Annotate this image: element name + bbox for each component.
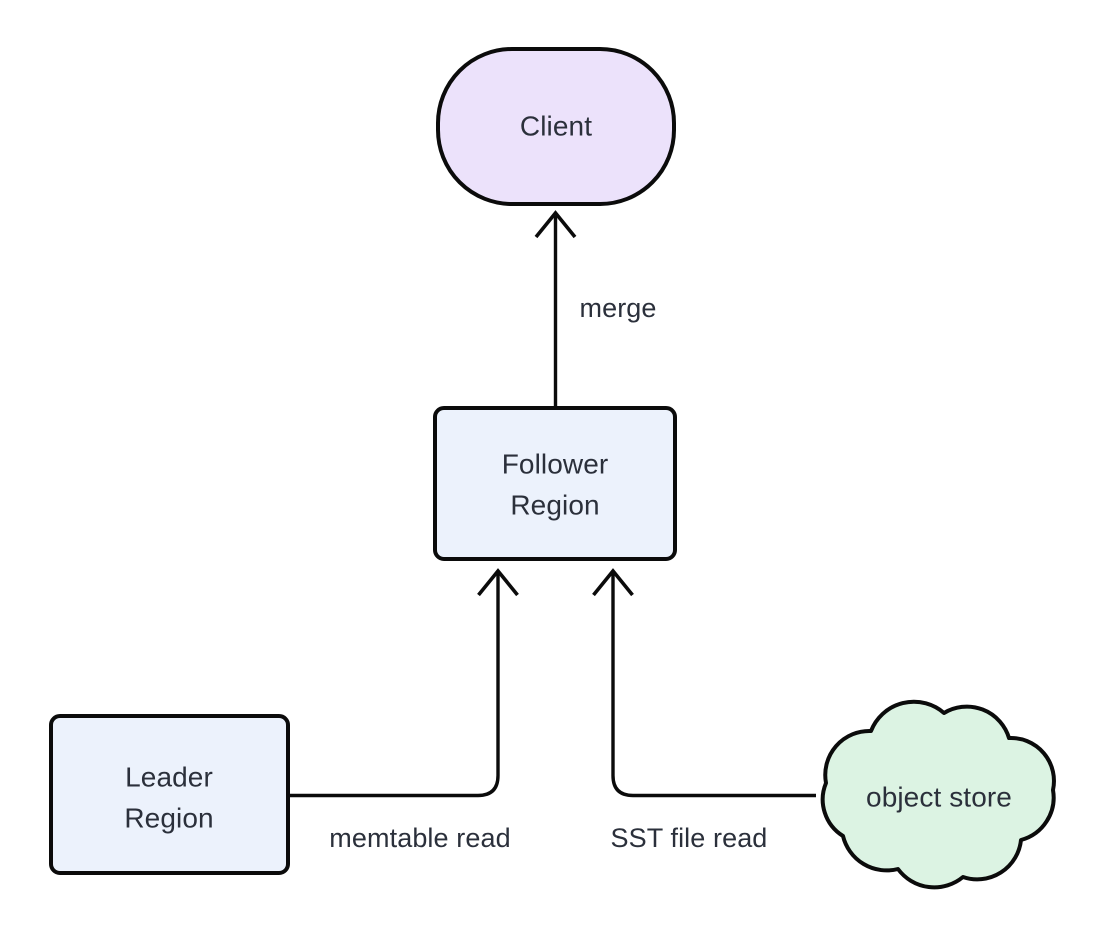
node-object-store[interactable]: object store	[820, 699, 1056, 890]
node-follower-region[interactable]: Follower Region	[433, 406, 677, 561]
edge-memtable-read-arrowhead	[477, 568, 519, 597]
object-store-cloud-shape	[820, 699, 1056, 890]
edge-merge-arrowhead	[534, 210, 577, 239]
edge-sst-file-read	[592, 568, 816, 798]
edge-sst-file-read-arrowhead	[592, 568, 634, 597]
edge-label-sst-file-read: SST file read	[611, 823, 768, 853]
edge-memtable-read-line	[288, 574, 500, 798]
edge-sst-file-read-line	[611, 574, 816, 798]
edge-memtable-read	[288, 568, 519, 798]
leader-region-shape	[49, 714, 290, 875]
edge-merge	[534, 210, 577, 406]
client-shape	[436, 47, 676, 206]
node-client[interactable]: Client	[436, 47, 676, 206]
follower-region-label-line1: Follower	[502, 448, 609, 479]
edge-label-memtable-read: memtable read	[329, 823, 510, 853]
client-label: Client	[520, 110, 592, 141]
leader-region-label-line1: Leader	[125, 761, 213, 792]
leader-region-label-line2: Region	[124, 802, 213, 833]
follower-region-shape	[433, 406, 677, 561]
node-leader-region[interactable]: Leader Region	[49, 714, 290, 875]
object-store-label: object store	[866, 781, 1012, 812]
edge-label-merge: merge	[579, 293, 656, 323]
follower-region-label-line2: Region	[510, 489, 599, 520]
